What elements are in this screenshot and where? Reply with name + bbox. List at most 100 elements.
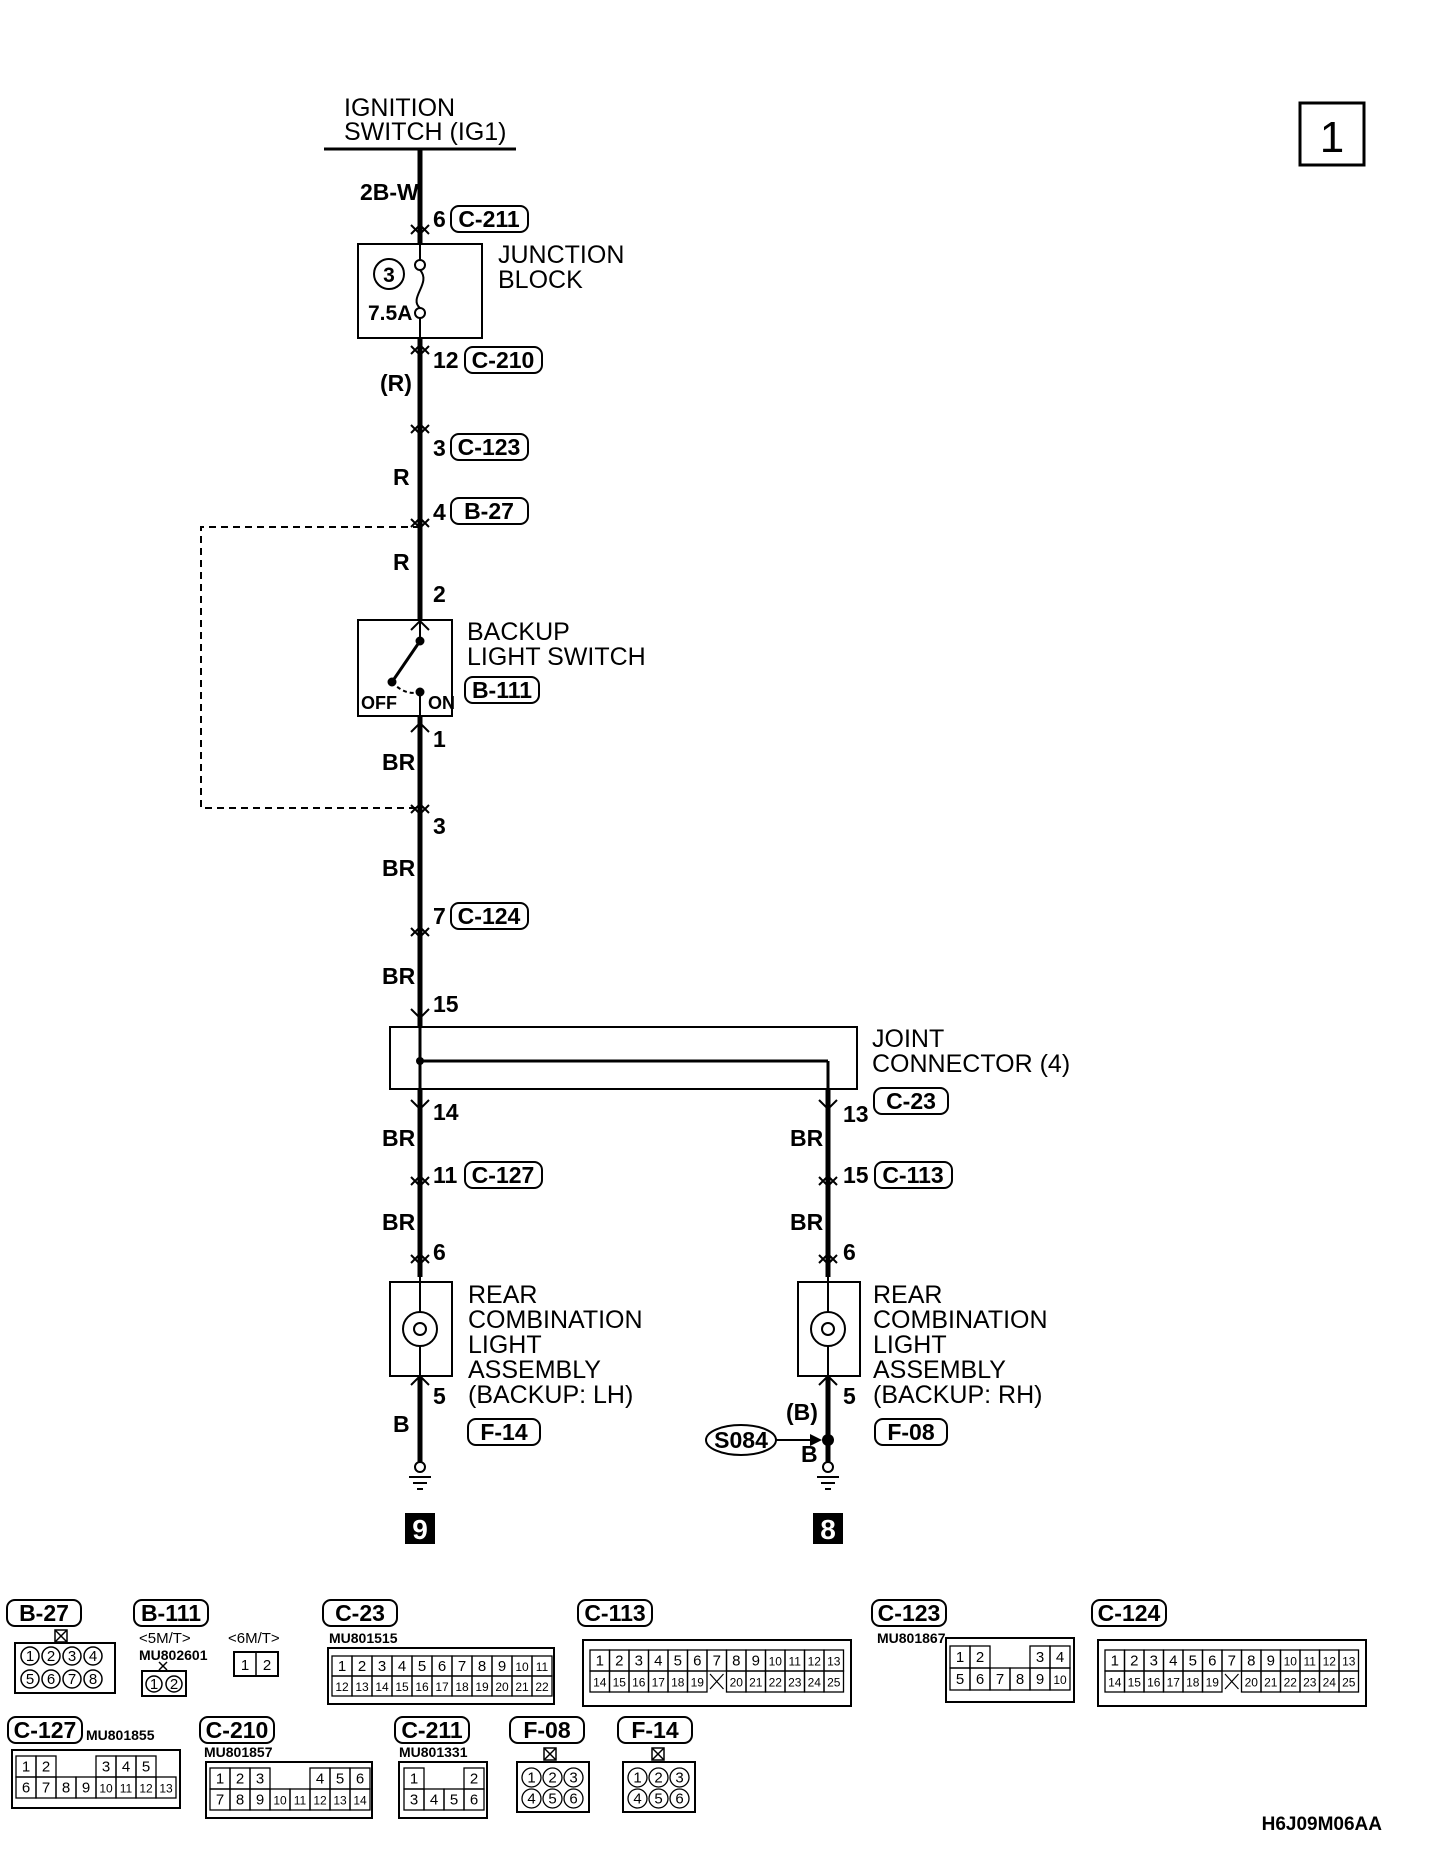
pin-cell: 12 <box>1323 1655 1337 1669</box>
rear-lh-label-3: LIGHT <box>468 1331 542 1359</box>
rear-rh-label-3: LIGHT <box>873 1331 947 1359</box>
pin-cavity <box>669 1767 690 1788</box>
pin-cell: 11 <box>536 1660 549 1674</box>
pin-cell: 8 <box>732 1653 740 1670</box>
pin-cell: 7 <box>713 1653 721 1670</box>
part-number: MU802601 <box>139 1647 208 1663</box>
main-wire <box>417 149 831 1462</box>
pin-number: 5 <box>433 1383 446 1409</box>
connector-code: C-113 <box>882 1162 943 1188</box>
pin-cell: 7 <box>68 1671 76 1688</box>
connector-view-badge <box>7 1716 83 1744</box>
pin-cavity <box>349 1788 371 1811</box>
alternate-dashed-route <box>200 526 420 809</box>
connector-view-badge <box>322 1599 398 1627</box>
wire-color: BR <box>790 1125 824 1151</box>
pin-cell: 2 <box>615 1653 623 1670</box>
pin-cell: 3 <box>1150 1653 1158 1670</box>
connector-badge <box>450 433 529 461</box>
pin-cell: 23 <box>788 1676 802 1690</box>
pin-cell: 4 <box>1056 1649 1064 1666</box>
pin-number: 3 <box>433 813 446 839</box>
pin-cell: 6 <box>47 1671 55 1688</box>
variant-label: <5M/T> <box>139 1630 191 1647</box>
connector-view-label: F-08 <box>523 1717 571 1743</box>
connector-b27-housing <box>14 1642 116 1694</box>
connector-f14-housing <box>622 1761 696 1813</box>
backup-switch-label-1: BACKUP <box>467 618 570 646</box>
pin-number: 6 <box>843 1239 856 1265</box>
pin-cell: 1 <box>150 1676 158 1693</box>
pin-cell: 5 <box>654 1791 662 1808</box>
junction-block-label-2: BLOCK <box>498 266 583 294</box>
rear-rh-connector: F-08 <box>887 1419 935 1445</box>
pin-cavity <box>542 1767 563 1788</box>
joint-node <box>416 1057 424 1065</box>
pin-cell: 18 <box>671 1676 685 1690</box>
pin-cell: 10 <box>769 1655 783 1669</box>
no-pin-mark-icon <box>54 1629 68 1643</box>
pin-cavity <box>648 1788 669 1809</box>
pin-cell: 4 <box>89 1648 97 1665</box>
connector-b27-grid: 1 2 3 4 5 6 7 8 <box>20 1646 103 1689</box>
joint-connector-badge <box>873 1087 949 1115</box>
pin-cell: 1 <box>22 1759 30 1776</box>
pin-cell: 15 <box>395 1680 409 1694</box>
connector-code: C-123 <box>458 434 521 460</box>
pin-cell: 3 <box>569 1770 577 1787</box>
rear-rh-label-4: ASSEMBLY <box>873 1356 1006 1384</box>
pin-cell: 6 <box>693 1653 701 1670</box>
pin-cell: 6 <box>976 1671 984 1688</box>
pin-cell: 8 <box>236 1792 244 1809</box>
no-pin-mark-icon <box>651 1747 665 1761</box>
pin-cell: 15 <box>613 1676 627 1690</box>
lamp-rh-icon <box>810 1277 846 1378</box>
connector-view-label: C-124 <box>1098 1600 1161 1626</box>
pin-cell: 2 <box>47 1648 55 1665</box>
pin-cell: 3 <box>256 1771 264 1788</box>
pin-number: 12 <box>433 347 459 373</box>
pin-cell: 14 <box>593 1676 607 1690</box>
pin-number: 7 <box>433 903 446 929</box>
connector-view-label: C-23 <box>335 1600 385 1626</box>
connector-badge <box>450 497 529 525</box>
pin-cell: 10 <box>515 1660 529 1674</box>
pin-cell: 25 <box>827 1676 841 1690</box>
pin-cell: 11 <box>120 1782 133 1796</box>
wire-color: R <box>393 464 410 490</box>
pin-cell: 13 <box>159 1782 173 1796</box>
ground-lh-ref-box <box>405 1513 435 1544</box>
rear-rh-label-2: COMBINATION <box>873 1306 1048 1334</box>
pin-number: 11 <box>433 1162 458 1188</box>
connector-view-badge <box>199 1716 275 1744</box>
wire-color: (R) <box>380 370 412 396</box>
pin-cell: 5 <box>956 1671 964 1688</box>
pin-cell: 9 <box>1267 1653 1275 1670</box>
ignition-switch-label-2: SWITCH (IG1) <box>344 118 507 146</box>
connector-f08-housing <box>516 1761 590 1813</box>
connector-view-label: B-27 <box>19 1600 69 1626</box>
ground-lh-ref: 9 <box>412 1514 428 1545</box>
connector-view-label: B-111 <box>141 1600 201 1626</box>
pin-cell: 10 <box>1284 1655 1298 1669</box>
connector-badge <box>450 902 529 930</box>
part-number: MU801855 <box>86 1727 155 1743</box>
pin-cell: 23 <box>1303 1676 1317 1690</box>
pin-cell: 19 <box>1206 1676 1220 1690</box>
pin-cavity <box>669 1788 690 1809</box>
pin-number: 4 <box>433 499 446 525</box>
switch-contact-icon <box>387 620 425 716</box>
pin-cell: 7 <box>458 1658 466 1675</box>
pin-cell: 1 <box>26 1648 34 1665</box>
diagram-code: H6J09M06AA <box>1262 1814 1383 1835</box>
pin-cell: 3 <box>635 1653 643 1670</box>
pin-cell: 2 <box>358 1658 366 1675</box>
pin-cell: 12 <box>335 1680 349 1694</box>
pin-cell: 9 <box>498 1658 506 1675</box>
connector-marks <box>410 223 838 1386</box>
pin-cell: 13 <box>1342 1655 1356 1669</box>
